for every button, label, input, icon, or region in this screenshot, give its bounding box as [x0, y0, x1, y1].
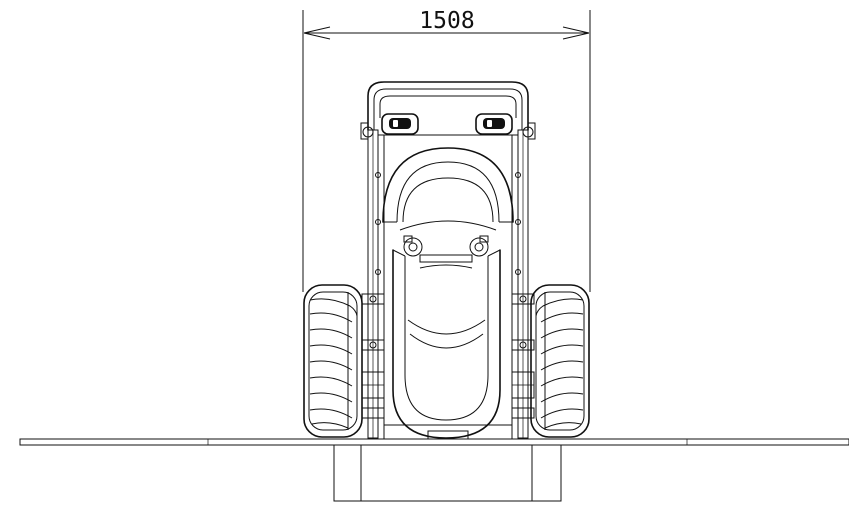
right-tire	[530, 284, 590, 438]
side-brackets	[360, 122, 536, 275]
left-work-light	[381, 113, 419, 135]
controls	[403, 235, 489, 269]
pit-box	[333, 444, 562, 502]
dimension-arrow-left	[303, 26, 331, 40]
cab-frame	[367, 81, 529, 439]
front-axle	[361, 293, 535, 440]
ground-platform	[19, 438, 849, 502]
width-dimension: 1508	[302, 8, 591, 292]
hood	[392, 249, 501, 439]
right-work-light	[475, 113, 513, 135]
steering-arch	[382, 147, 514, 231]
dimension-arrow-right	[562, 26, 590, 40]
ground-plate	[19, 438, 849, 446]
dimension-label: 1508	[419, 8, 474, 34]
left-tire	[303, 284, 363, 438]
